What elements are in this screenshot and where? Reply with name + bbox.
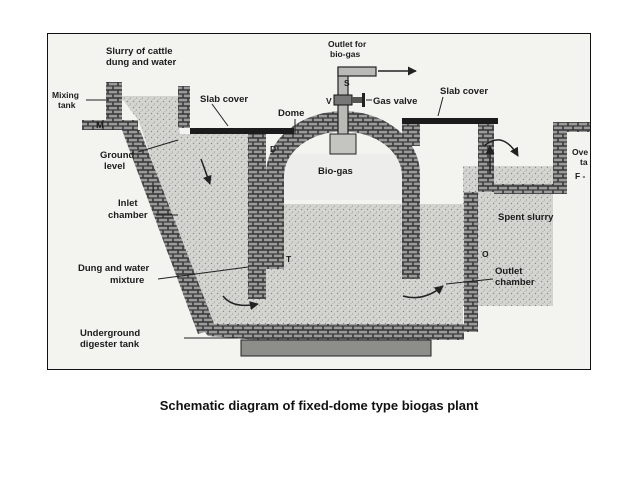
label-inlet-letter: I [152,184,154,194]
label-overflow-partial-line2: ta [580,157,588,167]
diagram-caption: Schematic diagram of fixed-dome type bio… [159,398,479,413]
mixing-tank-right-wall [178,86,190,128]
label-outlet-letter: O [482,249,489,259]
digester-slurry-fill [188,204,463,329]
label-overflow-letter: F - [575,171,586,181]
outlet-upper-wall [478,122,494,192]
outlet-right-wall [464,192,478,332]
label-dung-water-line2: mixture [110,275,144,286]
label-biogas: Bio-gas [318,166,353,177]
digester-flow-arrow-right [402,285,444,299]
overflow-tank-top [553,122,590,132]
slab-cover-right [402,118,498,124]
inlet-inner-wall [248,131,266,299]
label-digester-line1: Underground [80,328,140,339]
inlet-flow-arrow [200,158,212,185]
dome-pipe-collar [329,133,357,155]
mixing-tank-base [82,120,138,130]
label-dome: Dome [278,108,304,119]
label-ground-level-line1: Ground [100,150,134,161]
label-slab-cover-right: Slab cover [440,86,488,97]
diagram-frame: Slurry of cattle dung and water Mixing t… [47,33,591,370]
outlet-left-wall [402,122,420,146]
inlet-sloping-wall [122,130,216,334]
digester-floor-wall [198,324,464,340]
gas-outlet-pipe-top [337,66,377,77]
gas-valve-handle [352,97,362,103]
leader-slab-left [211,103,229,127]
label-slab-cover-left: Slab cover [200,94,248,105]
label-gas-valve: Gas valve [373,96,417,107]
label-overflow-partial-line1: Ove [572,147,588,157]
label-ground-level-line2: level [104,161,125,172]
label-slurry-line2: dung and water [106,57,177,68]
leader-outlet-chamber [445,278,494,285]
label-mixing-letter: M [96,120,104,131]
biogas-plant-diagram: Slurry of cattle dung and water Mixing t… [52,39,590,357]
biogas-space [277,154,417,200]
label-inlet-chamber-line2: chamber [108,210,148,221]
label-outlet-chamber-line2: chamber [495,277,535,288]
label-pipe-letter: S [344,78,350,88]
label-outlet-chamber-line1: Outlet [495,266,523,277]
leader-ground-level [137,139,179,153]
label-digester-line2: digester tank [80,339,140,350]
foundation-slab [240,339,432,357]
label-spent-slurry: Spent slurry [498,212,554,223]
gas-valve-body [333,94,353,106]
label-outlet-gas-line1: Outlet for [328,39,367,49]
leader-dung-water [157,266,249,280]
label-mixing-tank-line1: Mixing [52,90,79,100]
dome-arch [266,111,420,279]
overflow-tank-base [494,184,554,194]
mixing-tank-slurry [120,96,178,120]
leader-slab-right [437,96,444,117]
label-inlet-chamber-line1: Inlet [118,198,138,209]
label-tank-letter: T [286,254,292,264]
label-dome-letter: D [270,144,276,154]
label-mixing-tank-line2: tank [58,100,76,110]
digester-flow-arrow-left [222,295,259,310]
label-slurry-line1: Slurry of cattle [106,46,173,57]
gas-valve-knob [362,93,365,107]
mixing-tank-left-wall [106,82,122,130]
slab-cover-left [190,128,294,134]
overflow-arrow [483,139,519,157]
label-valve-letter: V [326,96,332,106]
overflow-tank-wall [553,122,567,194]
label-dung-water-line1: Dung and water [78,263,150,274]
label-outlet-gas-line2: bio-gas [330,49,360,59]
